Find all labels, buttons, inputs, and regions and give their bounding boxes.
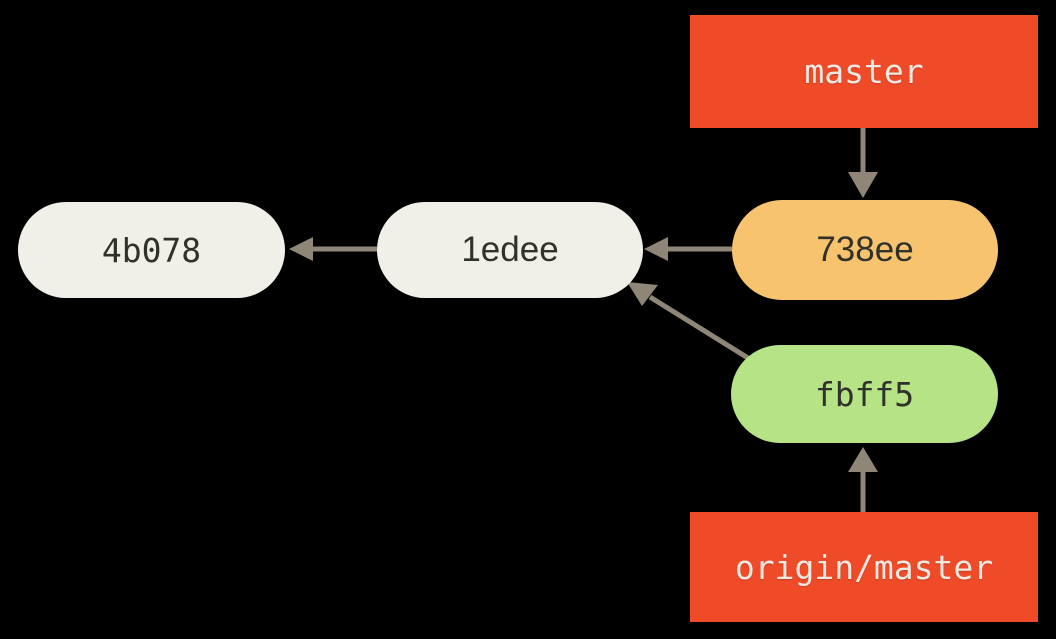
- commit-id-fbff5: fbff5: [814, 374, 915, 414]
- branch-label-origin-master-text: origin/master: [734, 547, 994, 587]
- arrow-1edee-to-4b078: [289, 237, 377, 261]
- commit-node-738ee: 738ee: [732, 200, 998, 300]
- arrow-master-to-738ee: [848, 128, 878, 198]
- commit-id-738ee: 738ee: [816, 230, 914, 269]
- arrow-origin-master-to-fbff5: [848, 447, 878, 512]
- commit-node-4b078: 4b078: [18, 202, 285, 298]
- branch-label-master: master: [690, 15, 1038, 128]
- commit-node-fbff5: fbff5: [731, 345, 998, 443]
- commit-id-1edee: 1edee: [461, 230, 559, 269]
- commit-id-4b078: 4b078: [101, 230, 202, 270]
- branch-label-origin-master: origin/master: [690, 512, 1038, 622]
- arrow-738ee-to-1edee: [644, 237, 732, 261]
- commit-node-1edee: 1edee: [377, 202, 643, 298]
- branch-label-master-text: master: [804, 52, 924, 91]
- arrow-fbff5-to-1edee: [627, 282, 750, 361]
